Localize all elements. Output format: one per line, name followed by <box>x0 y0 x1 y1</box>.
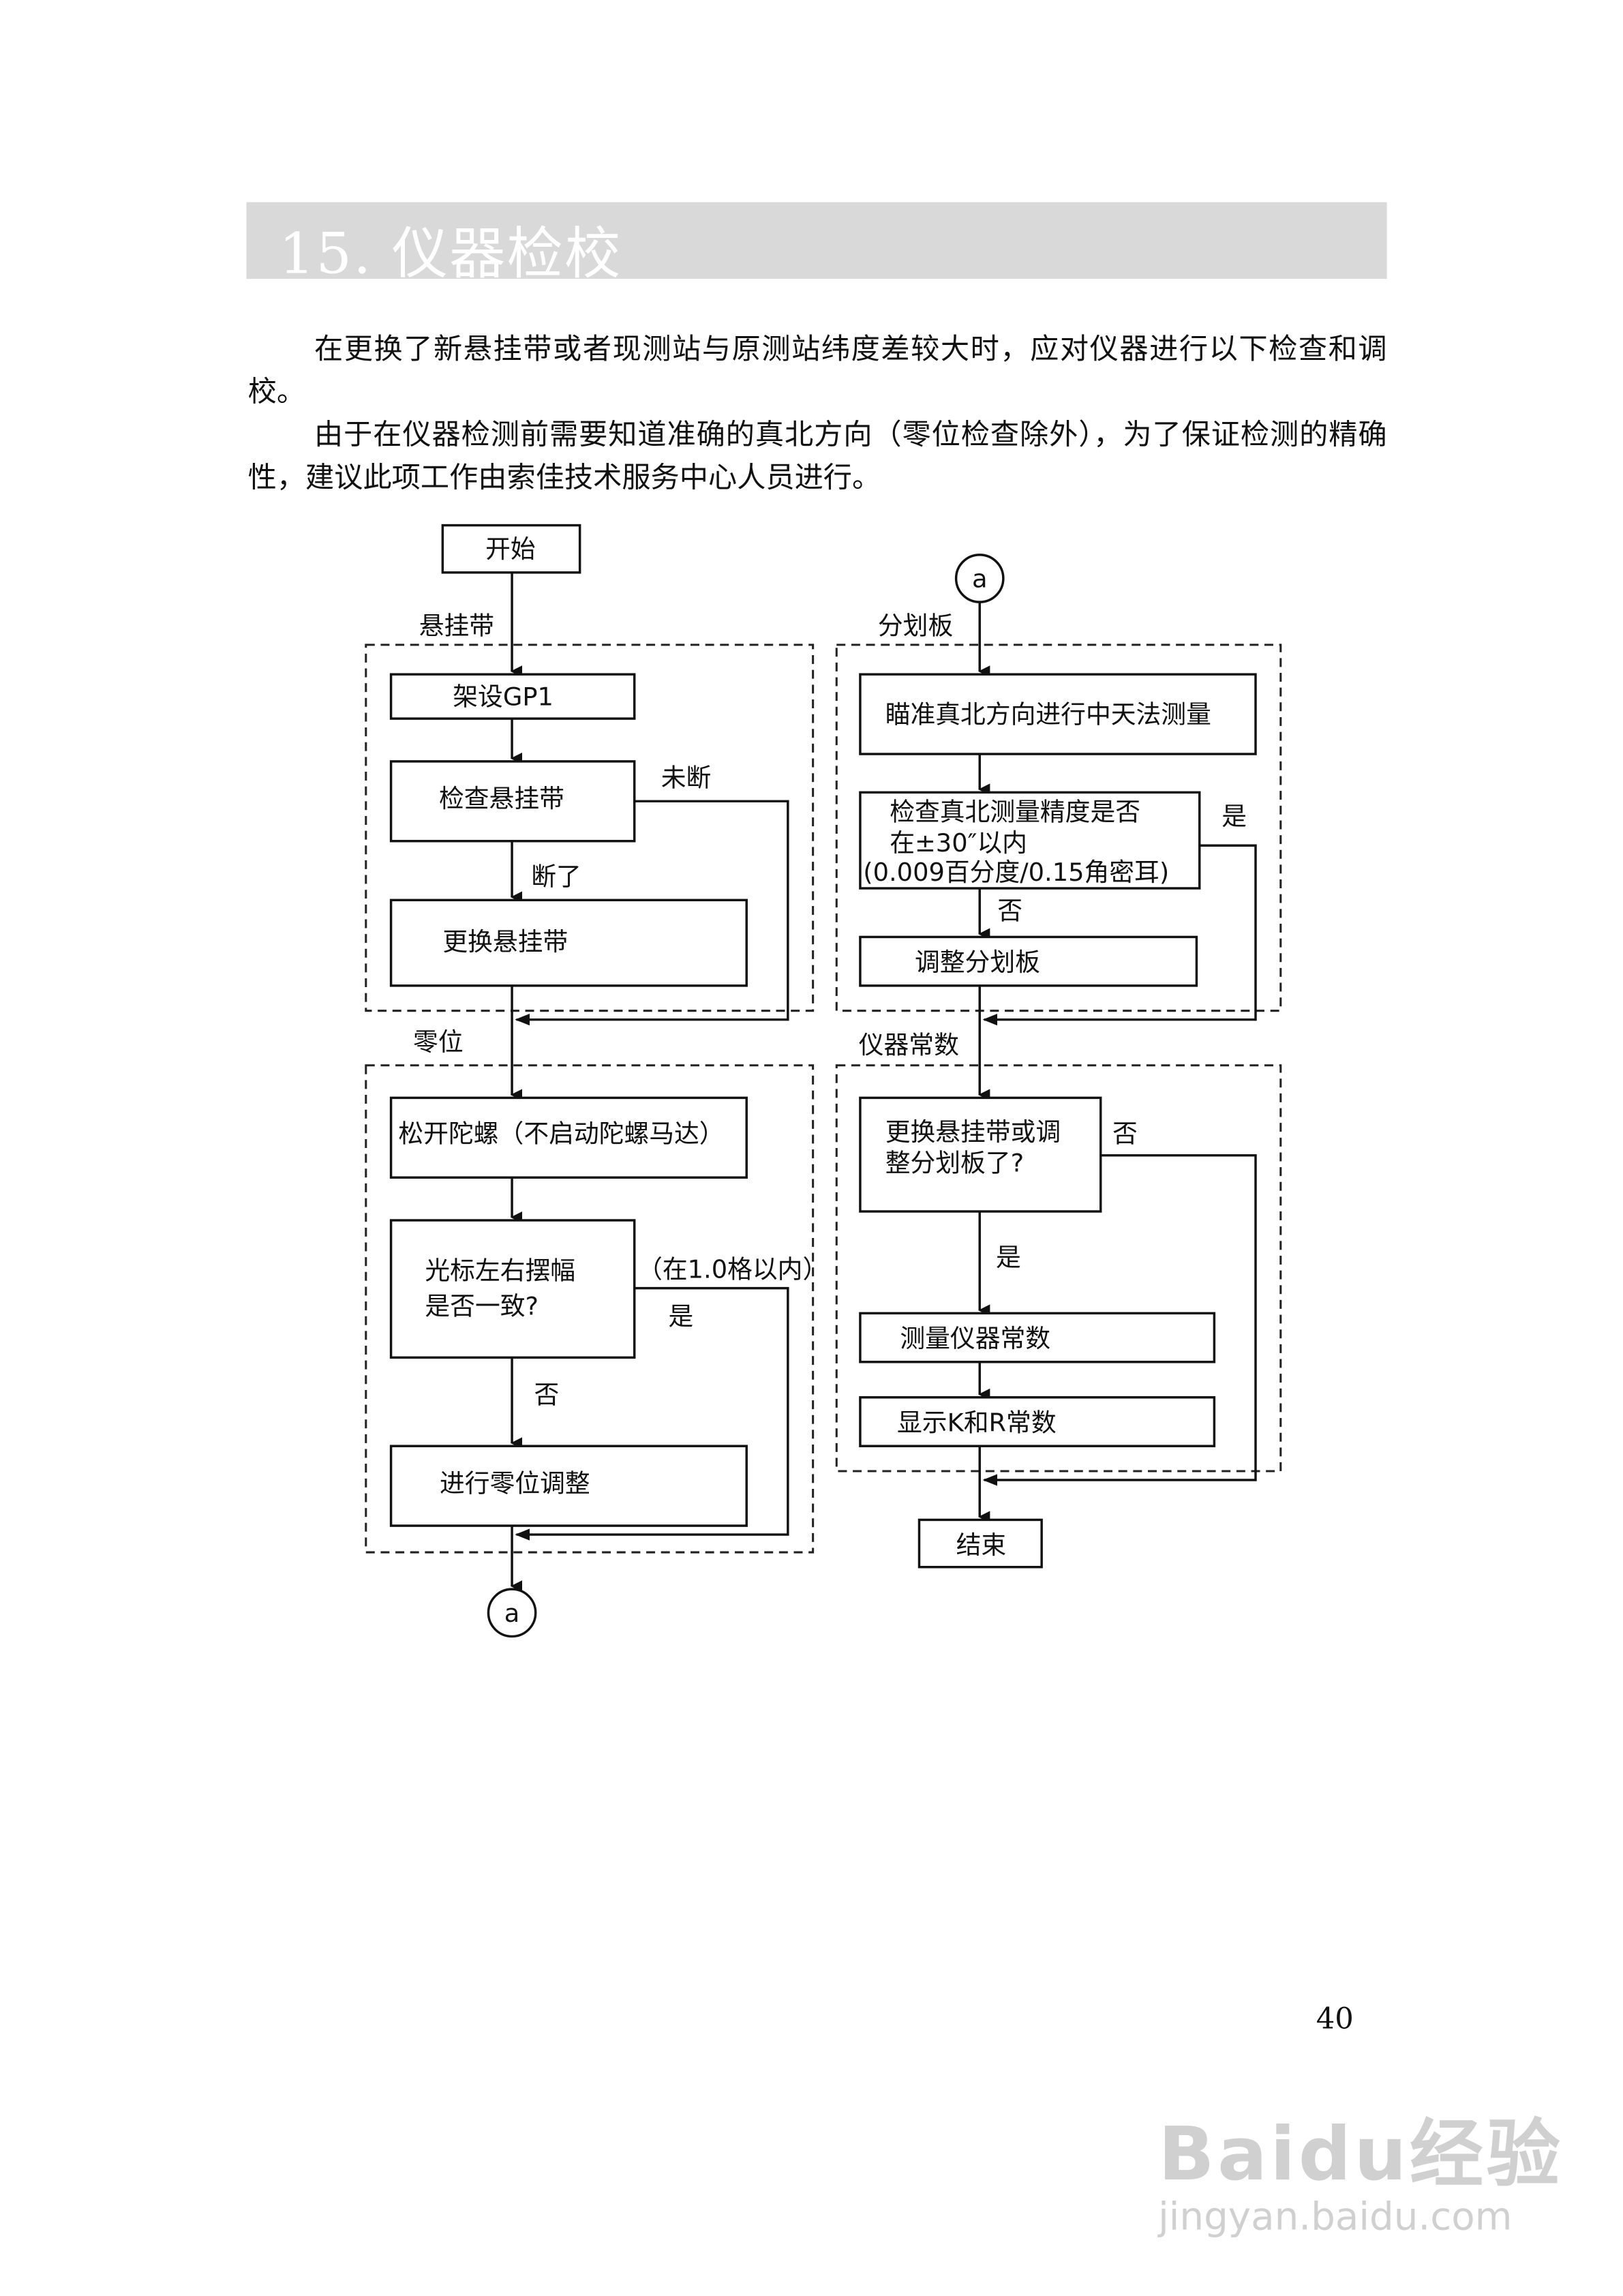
watermark-url: jingyan.baidu.com <box>1158 2195 1513 2240</box>
question-label-1: 更换悬挂带或调 <box>885 1117 1061 1147</box>
question-label-2: 整分划板了? <box>885 1149 1024 1178</box>
group-constant <box>835 1064 1282 1472</box>
condition-label: （在1.0格以内） <box>637 1254 828 1284</box>
aim-label: 瞄准真北方向进行中天法测量 <box>885 700 1211 729</box>
connector-label: a <box>504 1599 520 1628</box>
page-number: 40 <box>1316 2001 1354 2037</box>
accuracy-label-3: (0.009百分度/0.15角密耳) <box>863 858 1169 887</box>
connector-label: a <box>972 564 988 593</box>
bypass-line <box>982 1154 1257 1486</box>
baidu-watermark: Baidu经验 jingyan.baidu.com <box>1158 2096 1564 2240</box>
setup-box <box>389 673 636 720</box>
start-box <box>441 524 581 574</box>
cursor-check-label-2: 是否一致? <box>425 1292 539 1321</box>
connector-a-out <box>487 1588 537 1638</box>
loosen-label: 松开陀螺（不启动陀螺马达） <box>398 1119 724 1148</box>
accuracy-label-2: 在±30″以内 <box>890 828 1027 858</box>
group-zero <box>365 1064 815 1554</box>
group-label-constant: 仪器常数 <box>859 1030 959 1059</box>
accuracy-check-box <box>859 791 1201 890</box>
measure-constant-box <box>859 1312 1216 1363</box>
yes-label: 是 <box>996 1243 1021 1272</box>
yes-label: 是 <box>669 1302 694 1331</box>
group-strap <box>365 644 815 1012</box>
reticle-adjust-label: 调整分划板 <box>915 948 1040 977</box>
section-title: 15. 仪器检校 <box>279 221 622 286</box>
group-label-zero: 零位 <box>413 1027 464 1057</box>
bypass-line <box>515 1286 789 1541</box>
group-label-strap: 悬挂带 <box>419 611 494 641</box>
check-strap-label: 检查悬挂带 <box>439 784 564 813</box>
replace-strap-label: 更换悬挂带 <box>442 927 568 956</box>
setup-label: 架设GP1 <box>453 682 553 712</box>
loosen-box <box>389 1096 748 1179</box>
group-reticle <box>835 644 1282 1012</box>
cursor-check-label-1: 光标左右摆幅 <box>425 1256 575 1286</box>
display-constant-label: 显示K和R常数 <box>897 1408 1057 1438</box>
watermark-brand: Baidu经验 <box>1158 2111 1564 2197</box>
bypass-line <box>515 800 789 1026</box>
yes-label: 是 <box>1222 802 1247 831</box>
measure-constant-label: 测量仪器常数 <box>900 1324 1050 1353</box>
paragraph-1: 在更换了新悬挂带或者现测站与原测站纬度差较大时，应对仪器进行以下检查和调校。 <box>247 332 1387 409</box>
broken-label: 断了 <box>531 862 581 892</box>
accuracy-label-1: 检查真北测量精度是否 <box>890 797 1140 826</box>
zero-adjust-label: 进行零位调整 <box>440 1468 590 1498</box>
not-broken-label: 未断 <box>661 764 712 793</box>
zero-adjust-box <box>389 1445 748 1527</box>
changed-question-box <box>859 1096 1102 1213</box>
end-box <box>917 1518 1043 1569</box>
cursor-check-box <box>389 1219 636 1359</box>
display-constant-box <box>859 1396 1216 1447</box>
group-label-reticle: 分划板 <box>878 611 953 641</box>
start-label: 开始 <box>485 534 536 564</box>
section-title-bar: 15. 仪器检校 <box>246 202 1387 286</box>
bypass-line <box>982 844 1257 1026</box>
paragraph-2: 由于在仪器检测前需要知道准确的真北方向（零位检查除外），为了保证检测的精确性，建… <box>247 417 1387 495</box>
no-label: 否 <box>1112 1119 1138 1148</box>
end-label: 结束 <box>956 1530 1007 1560</box>
reticle-adjust-box <box>859 935 1198 987</box>
replace-strap-box <box>389 898 748 987</box>
no-label: 否 <box>997 896 1022 925</box>
aim-box <box>859 673 1257 755</box>
no-label: 否 <box>534 1380 560 1409</box>
